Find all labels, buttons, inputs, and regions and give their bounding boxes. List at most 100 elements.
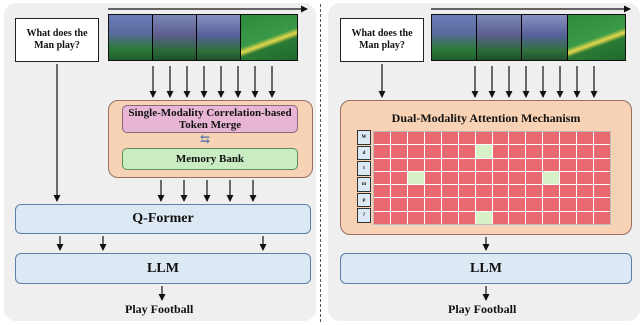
qformer-label: Q-Former bbox=[132, 211, 194, 226]
attention-cell bbox=[492, 185, 509, 198]
attention-cell bbox=[475, 171, 492, 185]
video-frame bbox=[477, 15, 523, 60]
attention-cell bbox=[509, 158, 526, 171]
video-frame bbox=[241, 15, 297, 60]
attention-cell bbox=[390, 158, 407, 171]
attention-cell bbox=[424, 171, 441, 185]
word-token: W bbox=[357, 130, 371, 145]
video-frames-left bbox=[108, 14, 298, 61]
attention-cell bbox=[509, 171, 526, 185]
attention-cell bbox=[509, 198, 526, 211]
attention-cell bbox=[424, 211, 441, 224]
attention-cell bbox=[390, 185, 407, 198]
memory-bank-box: Memory Bank bbox=[122, 148, 298, 170]
attention-cell bbox=[441, 158, 458, 171]
attention-cell bbox=[374, 171, 390, 185]
attention-cell bbox=[526, 185, 543, 198]
attention-cell bbox=[475, 211, 492, 224]
panel-divider bbox=[320, 4, 321, 322]
attention-cell bbox=[543, 211, 560, 224]
attention-cell bbox=[594, 145, 610, 158]
memory-bank-label: Memory Bank bbox=[175, 153, 245, 165]
attention-cell bbox=[374, 158, 390, 171]
attention-cell bbox=[407, 145, 424, 158]
attention-cell bbox=[390, 132, 407, 145]
attention-cell bbox=[475, 185, 492, 198]
attention-cell bbox=[441, 198, 458, 211]
attention-cell bbox=[560, 171, 577, 185]
attention-cell bbox=[526, 158, 543, 171]
word-token: p bbox=[357, 192, 371, 208]
attention-cell bbox=[577, 171, 594, 185]
attention-cell bbox=[543, 185, 560, 198]
attention-cell bbox=[407, 158, 424, 171]
attention-cell bbox=[594, 198, 610, 211]
attention-cell bbox=[509, 211, 526, 224]
attention-cell bbox=[492, 158, 509, 171]
attention-cell bbox=[458, 132, 475, 145]
attention-matrix bbox=[373, 131, 611, 225]
llm-label-right: LLM bbox=[470, 260, 502, 276]
attention-cell bbox=[560, 198, 577, 211]
word-token: d bbox=[357, 145, 371, 161]
attention-cell bbox=[594, 158, 610, 171]
attention-cell bbox=[577, 145, 594, 158]
attention-cell bbox=[509, 185, 526, 198]
attention-cell bbox=[594, 171, 610, 185]
attention-cell bbox=[526, 145, 543, 158]
video-frame bbox=[432, 15, 478, 60]
attention-cell bbox=[458, 171, 475, 185]
attention-cell bbox=[543, 158, 560, 171]
attention-cell bbox=[374, 132, 390, 145]
attention-cell bbox=[560, 132, 577, 145]
attention-cell bbox=[560, 158, 577, 171]
question-text-left: What does the Man play? bbox=[26, 28, 88, 51]
attention-cell bbox=[407, 185, 424, 198]
attention-cell bbox=[424, 158, 441, 171]
word-token-column: W d t m p ? bbox=[357, 130, 371, 224]
llm-label-left: LLM bbox=[147, 260, 179, 276]
attention-cell bbox=[475, 198, 492, 211]
attention-cell bbox=[509, 132, 526, 145]
attention-cell bbox=[526, 171, 543, 185]
attention-cell bbox=[577, 158, 594, 171]
video-frame bbox=[109, 15, 154, 60]
attention-cell bbox=[543, 145, 560, 158]
attention-cell bbox=[543, 171, 560, 185]
attention-cell bbox=[458, 145, 475, 158]
attention-cell bbox=[424, 132, 441, 145]
attention-cell bbox=[441, 145, 458, 158]
attention-cell bbox=[374, 185, 390, 198]
attention-cell bbox=[475, 145, 492, 158]
attention-cell bbox=[543, 198, 560, 211]
llm-box-left: LLM bbox=[15, 253, 311, 284]
attention-cell bbox=[424, 198, 441, 211]
video-frame bbox=[197, 15, 242, 60]
attention-cell bbox=[458, 211, 475, 224]
attention-cell bbox=[594, 185, 610, 198]
token-merge-label: Single-Modality Correlation-based Token … bbox=[128, 107, 292, 131]
video-frame bbox=[522, 15, 568, 60]
llm-box-right: LLM bbox=[340, 253, 632, 284]
attention-cell bbox=[492, 145, 509, 158]
attention-cell bbox=[458, 185, 475, 198]
question-box-left: What does the Man play? bbox=[15, 18, 99, 62]
attention-cell bbox=[594, 132, 610, 145]
attention-cell bbox=[407, 198, 424, 211]
word-token: t bbox=[357, 161, 371, 177]
attention-cell bbox=[577, 198, 594, 211]
attention-cell bbox=[424, 145, 441, 158]
attention-label: Dual-Modality Attention Mechanism bbox=[391, 111, 581, 125]
attention-cell bbox=[509, 145, 526, 158]
attention-cell bbox=[475, 132, 492, 145]
attention-cell bbox=[390, 198, 407, 211]
video-frame bbox=[153, 15, 198, 60]
attention-cell bbox=[475, 158, 492, 171]
attention-cell bbox=[492, 198, 509, 211]
attention-cell bbox=[543, 132, 560, 145]
attention-cell bbox=[374, 211, 390, 224]
attention-cell bbox=[577, 211, 594, 224]
attention-cell bbox=[560, 211, 577, 224]
attention-cell bbox=[407, 211, 424, 224]
attention-cell bbox=[441, 185, 458, 198]
